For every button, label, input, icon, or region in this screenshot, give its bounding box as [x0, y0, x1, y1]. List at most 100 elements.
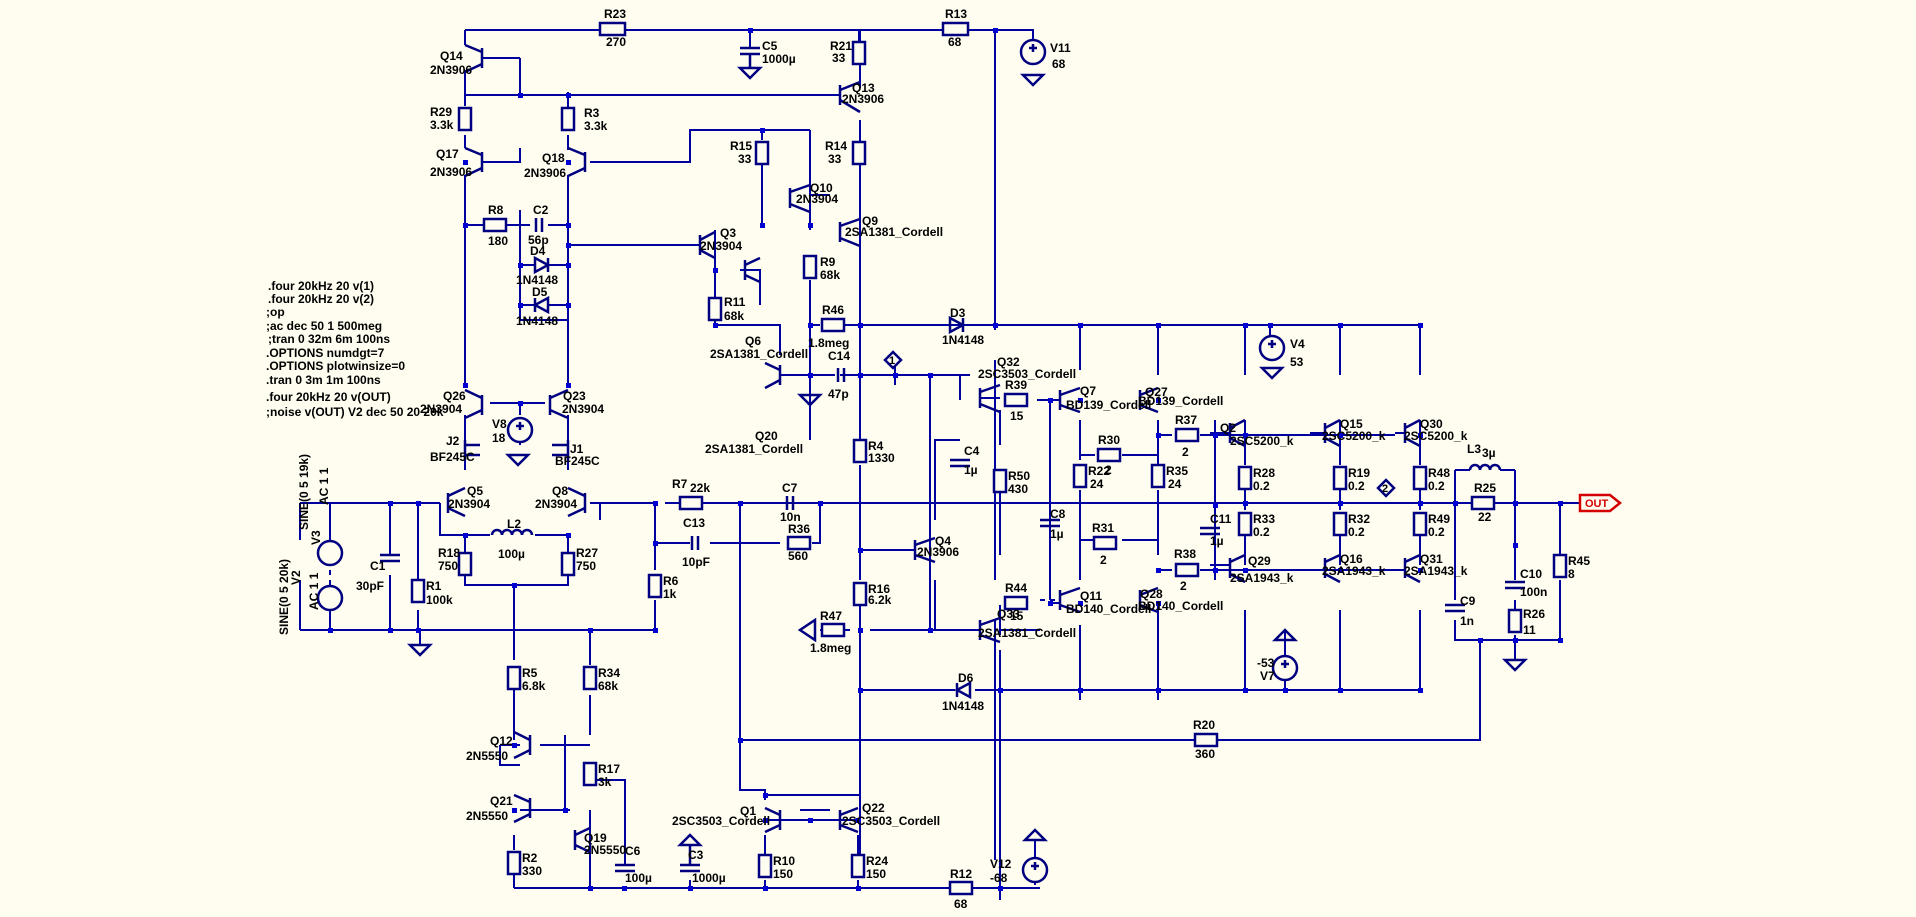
transistor-ref: Q16: [1340, 552, 1363, 566]
transistor-ref: Q3: [720, 226, 736, 240]
resistor-ref: R24: [866, 854, 888, 868]
resistor-ref: R50: [1008, 469, 1030, 483]
resistor-ref: R16: [868, 582, 890, 596]
transistor-ref: Q20: [755, 429, 778, 443]
transistor-model: BF245C: [555, 454, 600, 468]
resistor-value: 1k: [663, 587, 677, 601]
diode-ref: D6: [958, 671, 974, 685]
resistor-ref: R34: [598, 666, 620, 680]
resistor-value: 560: [788, 549, 808, 563]
net-label-2: 2: [1376, 478, 1396, 498]
svg-text:2: 2: [1382, 483, 1388, 495]
capacitor-symbols: [380, 46, 1525, 873]
resistor-ref: R37: [1175, 413, 1197, 427]
resistor-ref: R29: [430, 105, 452, 119]
transistor-model: 2N3904: [700, 239, 742, 253]
capacitor-value: 10pF: [682, 555, 710, 569]
voltage-source-value: -68: [990, 871, 1008, 885]
transistor-ref: Q5: [467, 484, 483, 498]
svg-text:1: 1: [889, 355, 895, 367]
transistor-model: 2N3904: [796, 192, 838, 206]
resistor-ref: R18: [438, 546, 460, 560]
capacitor-value: 1µ: [1050, 527, 1064, 541]
capacitor-ref: C2: [533, 203, 549, 217]
spice-directive: .tran 0 3m 1m 100ns: [266, 373, 381, 387]
transistor-ref: Q10: [810, 181, 833, 195]
voltage-source-value: -53: [1257, 656, 1275, 670]
resistor-value: 68k: [598, 679, 618, 693]
transistor-model: 2SA1381_Cordell: [705, 442, 803, 456]
resistor-value: 750: [438, 559, 458, 573]
spice-directive: ;noise v(OUT) V2 dec 50 20 20k: [266, 405, 444, 419]
resistor-ref: R1: [426, 579, 442, 593]
capacitor-ref: C1: [370, 559, 386, 573]
resistor-ref: R21: [830, 39, 852, 53]
resistor-ref: R11: [724, 295, 746, 309]
transistor-model: 2N3906: [524, 166, 566, 180]
transistor-model: 2SC5200_k: [1322, 429, 1386, 443]
resistor-value: 33: [738, 152, 752, 166]
transistor-ref: Q8: [552, 484, 568, 498]
resistor-value: 33: [832, 51, 846, 65]
transistor-model: 2SC5200_k: [1404, 429, 1468, 443]
ground-symbols: [406, 66, 1529, 847]
capacitor-value: 10n: [780, 510, 801, 524]
transistor-model: 2N3904: [448, 497, 490, 511]
voltage-source-value: 53: [1290, 355, 1304, 369]
resistor-value: 330: [522, 864, 542, 878]
transistor-model: 2SA1943_k: [1404, 564, 1468, 578]
spice-directive: ;ac dec 50 1 500meg: [266, 319, 382, 333]
capacitor-value: 47p: [828, 387, 849, 401]
transistor-ref: Q17: [436, 147, 459, 161]
resistor-ref: R3: [584, 106, 600, 120]
diode-model: 1N4148: [942, 333, 984, 347]
transistor-model: BF245C: [430, 450, 475, 464]
transistor-model: 2SA1943_k: [1230, 571, 1294, 585]
resistor-value: 270: [606, 35, 626, 49]
transistor-ref: Q30: [1420, 417, 1443, 431]
resistor-value: 3k: [598, 775, 612, 789]
resistor-value: 15: [1010, 409, 1024, 423]
resistor-value: 360: [1195, 747, 1215, 761]
source-polarity-marks: [516, 44, 1289, 870]
capacitor-value: 1µ: [1210, 534, 1224, 548]
inductor-value: 3µ: [1482, 446, 1496, 460]
spice-directives[interactable]: .four 20kHz 20 v(1).four 20kHz 20 v(2);o…: [266, 279, 444, 419]
resistor-value: 15: [1010, 609, 1024, 623]
resistor-ref: R5: [522, 666, 538, 680]
transistor-model: 2N3904: [420, 402, 462, 416]
voltage-source-ref: V7: [1260, 669, 1275, 683]
resistor-value: 68: [954, 897, 968, 911]
transistor-model: 2SC5200_k: [1230, 434, 1294, 448]
resistor-value: 100k: [426, 593, 453, 607]
resistor-ref: R27: [576, 546, 598, 560]
transistor-ref: J1: [570, 442, 584, 456]
output-port[interactable]: OUT: [1578, 493, 1623, 513]
capacitor-ref: C5: [762, 39, 778, 53]
ground-icon: [1021, 828, 1049, 842]
capacitor-ref: C14: [828, 349, 850, 363]
resistor-ref: R6: [663, 574, 679, 588]
inductor-ref: L3: [1467, 442, 1481, 456]
resistor-value: 22: [1478, 510, 1492, 524]
transistor-ref: Q13: [852, 81, 875, 95]
resistor-value: 0.2: [1348, 479, 1365, 493]
resistor-value: 24: [1090, 477, 1104, 491]
diode-symbols: [532, 255, 972, 700]
resistor-ref: R20: [1193, 718, 1215, 732]
transistor-ref: J2: [446, 434, 460, 448]
resistor-ref: R25: [1474, 481, 1496, 495]
resistor-value: 11: [1523, 623, 1536, 637]
resistor-ref: R14: [825, 139, 847, 153]
transistor-model: 2SA1381_Cordell: [978, 626, 1076, 640]
resistor-ref: R32: [1348, 512, 1370, 526]
transistor-ref: Q7: [1080, 384, 1096, 398]
resistor-ref: R49: [1428, 512, 1450, 526]
diode-ref: D5: [532, 285, 548, 299]
transistor-ref: Q31: [1420, 552, 1443, 566]
spice-directive: .four 20kHz 20 v(OUT): [266, 390, 391, 404]
resistor-value: 6.8k: [522, 679, 546, 693]
transistor-ref: Q12: [490, 734, 513, 748]
svg-text:OUT: OUT: [1585, 498, 1609, 510]
